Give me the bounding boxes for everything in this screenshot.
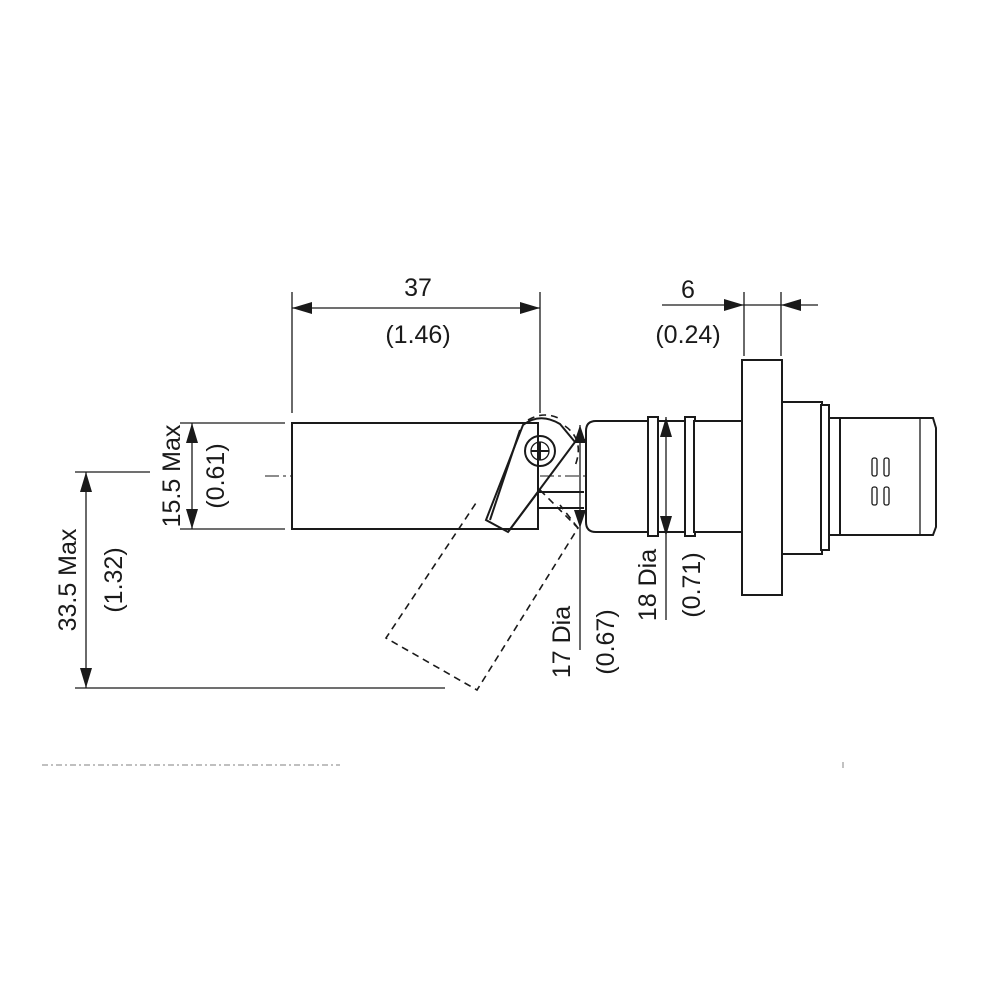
body-height-mm-label: 15.5 Max	[158, 424, 186, 527]
length-mm-label: 37	[404, 274, 432, 302]
dimension-dia-18: 18 Dia (0.71)	[634, 417, 706, 621]
dimension-flange-width: 6 (0.24)	[655, 276, 818, 356]
dia-17-inch-label: (0.67)	[592, 609, 620, 674]
dimension-arm-height: 33.5 Max (1.32)	[54, 471, 445, 689]
dia-17-mm-label: 17 Dia	[548, 606, 576, 678]
dimension-body-height: 15.5 Max (0.61)	[158, 422, 285, 530]
pivot-boss	[527, 414, 580, 467]
dimension-length: 37 (1.46)	[291, 274, 541, 413]
dia-18-mm-label: 18 Dia	[634, 549, 662, 621]
arm-height-mm-label: 33.5 Max	[54, 528, 82, 631]
dimension-dia-17: 17 Dia (0.67)	[548, 425, 620, 678]
swing-arm	[484, 417, 577, 534]
mounting-flange	[741, 359, 783, 596]
dia-18-inch-label: (0.71)	[678, 552, 706, 617]
flange-mm-label: 6	[681, 276, 695, 304]
connector	[781, 401, 937, 555]
flange-inch-label: (0.24)	[655, 321, 720, 349]
body-height-inch-label: (0.61)	[202, 443, 230, 508]
connector-pins-icon	[871, 457, 890, 506]
pivot-screw-icon	[524, 435, 556, 467]
sensor-housing	[585, 416, 743, 537]
arm-height-inch-label: (1.32)	[100, 547, 128, 612]
length-inch-label: (1.46)	[385, 321, 450, 349]
sensor-body	[291, 422, 539, 530]
